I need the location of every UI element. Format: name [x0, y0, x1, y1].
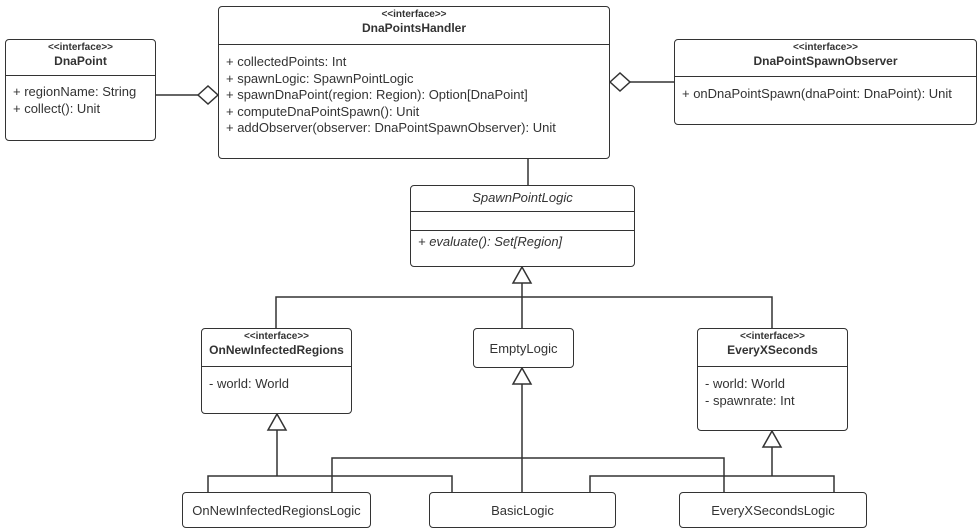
member: - spawnrate: Int: [705, 392, 795, 408]
member: + addObserver(observer: DnaPointSpawnObs…: [226, 120, 556, 135]
onnewinfectedregions-class: <<interface>> OnNewInfectedRegions - wor…: [201, 328, 352, 414]
dnapointshandler-class: <<interface>> DnaPointsHandler + collect…: [218, 6, 610, 159]
member: - world: World: [705, 376, 785, 391]
spawnlogic-attributes: [411, 211, 634, 230]
dnapoint-stereotype: <<interface>>: [47, 42, 114, 53]
member: - world: World: [209, 376, 289, 391]
member: + onDnaPointSpawn(dnaPoint: DnaPoint): U…: [682, 86, 952, 101]
spawnlogic-methods: + evaluate(): Set[Region]: [411, 230, 634, 251]
generalization-lines-spawnlogic: [275, 296, 773, 328]
member: + computeDnaPointSpawn(): Unit: [226, 103, 420, 119]
observer-members: + onDnaPointSpawn(dnaPoint: DnaPoint): U…: [675, 76, 976, 103]
everyxsecondslogic-class: EveryXSecondsLogic: [679, 492, 867, 528]
spawnpointlogic-class: SpawnPointLogic + evaluate(): Set[Region…: [410, 185, 635, 267]
dnapoint-name: DnaPoint: [54, 54, 107, 68]
everyxseconds-stereotype: <<interface>>: [739, 331, 806, 342]
emptylogic-class: EmptyLogic: [473, 328, 574, 368]
onnewinfected-stereotype: <<interface>>: [243, 331, 310, 342]
observer-name: DnaPointSpawnObserver: [753, 54, 898, 68]
handler-stereotype: <<interface>>: [381, 9, 447, 20]
member: + spawnLogic: SpawnPointLogic: [226, 70, 414, 86]
member: + collectedPoints: Int: [226, 54, 347, 69]
dnapointspawnobserver-class: <<interface>> DnaPointSpawnObserver + on…: [674, 39, 977, 125]
everyxseconds-members: - world: World - spawnrate: Int: [698, 366, 847, 409]
everyxseconds-name: EveryXSeconds: [727, 343, 818, 357]
generalization-arrow-spawnlogic: [511, 265, 533, 284]
generalization-arrow-everyxseconds: [761, 429, 783, 448]
dnapoint-class: <<interface>> DnaPoint + regionName: Str…: [5, 39, 156, 141]
everyxsecondslogic-name: EveryXSecondsLogic: [711, 502, 835, 518]
everyxseconds-class: <<interface>> EveryXSeconds - world: Wor…: [697, 328, 848, 431]
onnewinfectedlogic-name: OnNewInfectedRegionsLogic: [192, 502, 361, 518]
onnewinfectedregionslogic-class: OnNewInfectedRegionsLogic: [182, 492, 371, 528]
observer-stereotype: <<interface>>: [792, 42, 859, 53]
member: + regionName: String: [13, 84, 137, 99]
onnewinfected-name: OnNewInfectedRegions: [209, 343, 344, 357]
generalization-arrow-onnewinfected: [266, 412, 288, 431]
emptylogic-name: EmptyLogic: [489, 340, 558, 356]
aggregation-diamond-observer: [608, 71, 632, 93]
member: + collect(): Unit: [13, 100, 101, 116]
basiclogic-name: BasicLogic: [491, 502, 554, 518]
member: + spawnDnaPoint(region: Region): Option[…: [226, 87, 528, 102]
handler-members: + collectedPoints: Int + spawnLogic: Spa…: [219, 44, 609, 137]
onnewinfected-members: - world: World: [202, 366, 351, 393]
spawnlogic-name: SpawnPointLogic: [472, 190, 573, 205]
method: + evaluate(): Set[Region]: [418, 234, 563, 249]
aggregation-diamond-dnapoint: [196, 84, 220, 106]
dnapoint-members: + regionName: String + collect(): Unit: [6, 75, 155, 117]
generalization-arrow-emptylogic: [511, 366, 533, 385]
basiclogic-class: BasicLogic: [429, 492, 616, 528]
handler-name: DnaPointsHandler: [361, 21, 466, 35]
